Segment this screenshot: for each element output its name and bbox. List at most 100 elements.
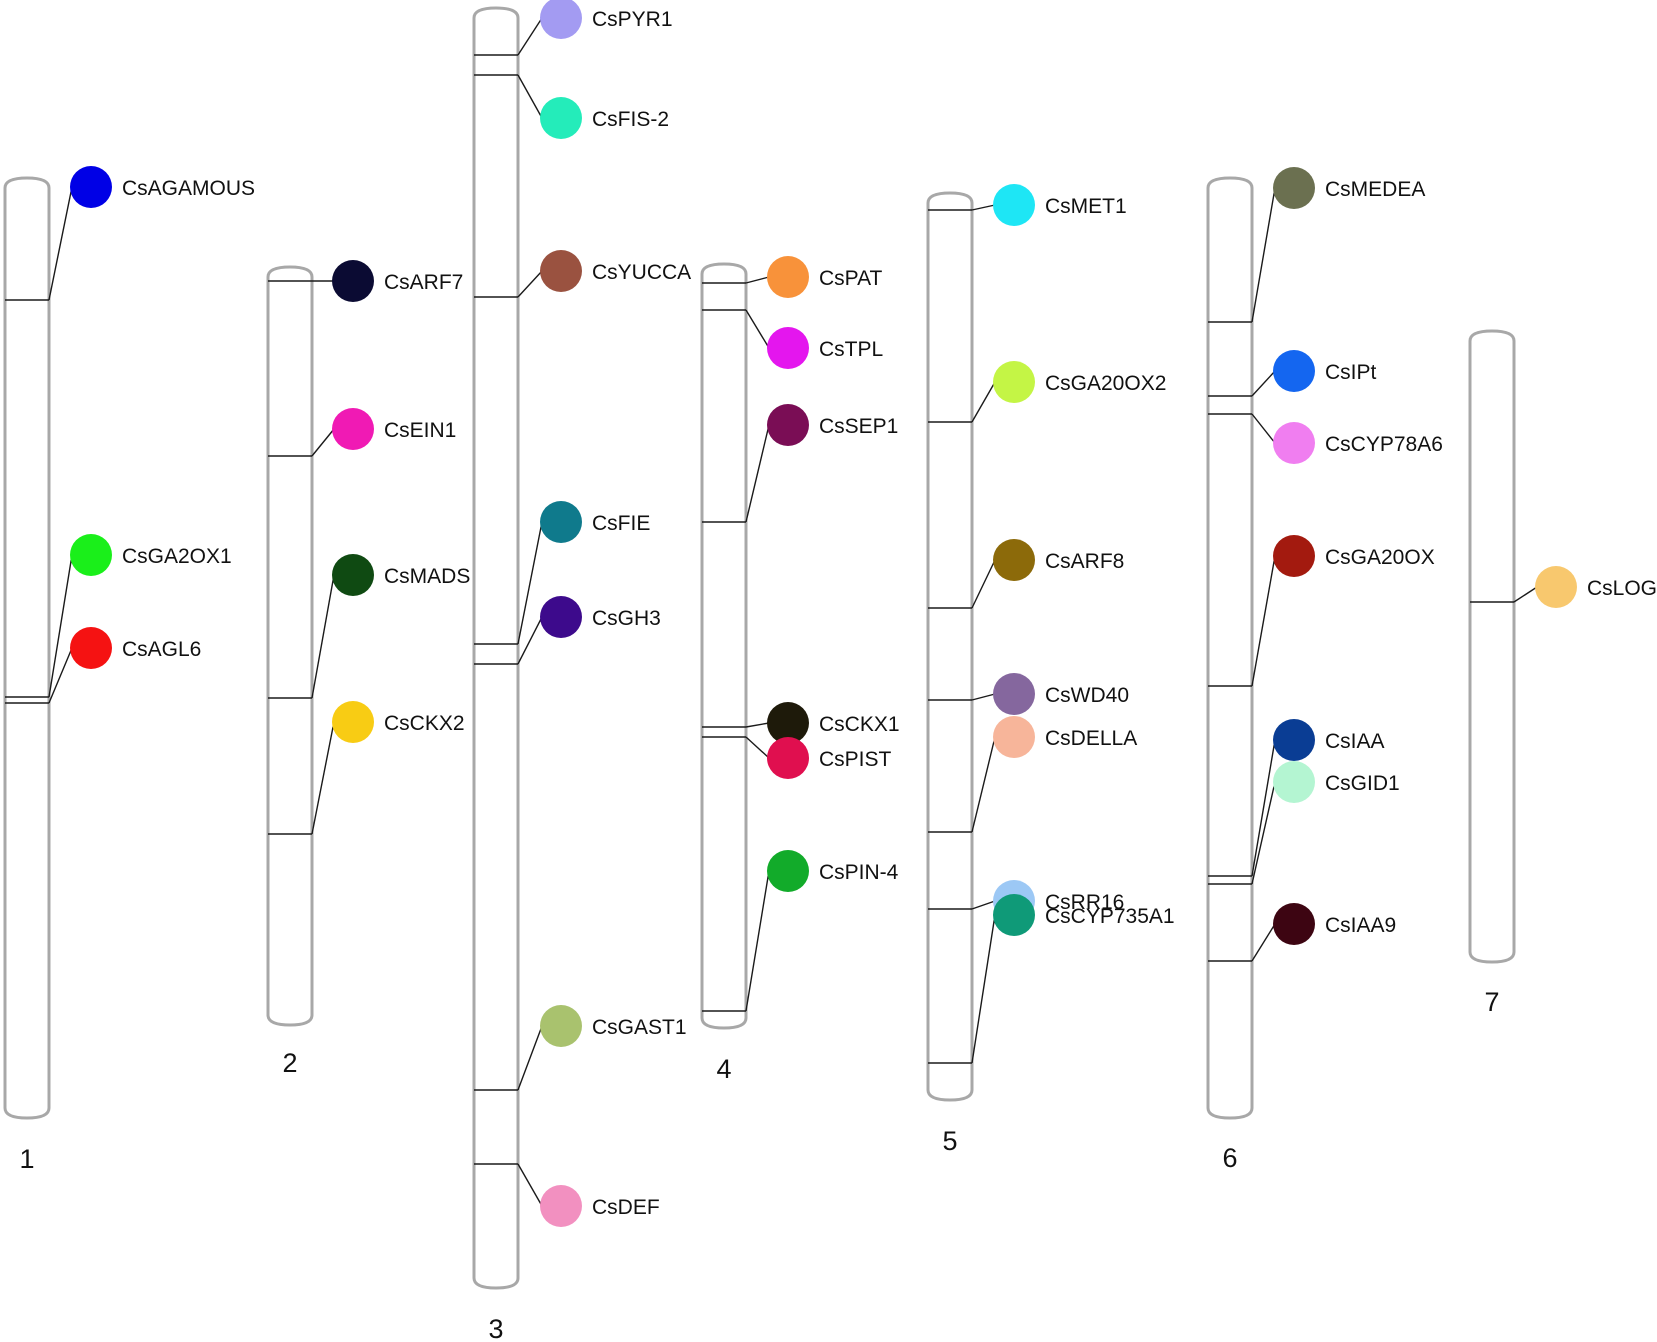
gene-leader-line-csiaa xyxy=(1251,739,1276,877)
gene-marker-cstpl xyxy=(767,327,809,369)
gene-marker-cscyp735a1 xyxy=(993,894,1035,936)
gene-marker-cspist xyxy=(767,737,809,779)
gene-leader-line-cspat xyxy=(745,276,770,284)
gene-marker-csckx2 xyxy=(332,701,374,743)
chromosome-number-label: 5 xyxy=(942,1126,957,1156)
gene-leader-line-csarf8 xyxy=(971,559,996,609)
gene-label-csarf8: CsARF8 xyxy=(1045,550,1124,573)
gene-label-csckx2: CsCKX2 xyxy=(384,712,465,735)
gene-marker-cswd40 xyxy=(993,673,1035,715)
gene-label-csga2ox1: CsGA2OX1 xyxy=(122,545,232,568)
chromosome-body xyxy=(700,262,748,1030)
gene-label-csga20ox2: CsGA20OX2 xyxy=(1045,372,1166,395)
gene-leader-line-csgh3 xyxy=(517,616,543,665)
chromosome-number-label: 3 xyxy=(488,1314,503,1342)
gene-marker-csagamous xyxy=(70,166,112,208)
gene-marker-csckx1 xyxy=(767,702,809,744)
gene-label-cswd40: CsWD40 xyxy=(1045,684,1129,707)
gene-leader-line-csgast1 xyxy=(517,1025,543,1091)
gene-leader-line-cstpl xyxy=(745,309,770,349)
gene-leader-line-csmedea xyxy=(1251,187,1276,323)
gene-label-csckx1: CsCKX1 xyxy=(819,713,900,736)
gene-marker-csmedea xyxy=(1273,167,1315,209)
gene-label-cstpl: CsTPL xyxy=(819,338,883,361)
gene-leader-line-csga20ox2 xyxy=(971,381,996,423)
gene-marker-csfis-2 xyxy=(540,97,582,139)
gene-leader-line-cswd40 xyxy=(971,693,996,701)
chromosome-number-label: 7 xyxy=(1484,987,1499,1017)
gene-label-cslog: CsLOG xyxy=(1587,577,1657,600)
chromosome-number-label: 6 xyxy=(1222,1143,1237,1173)
gene-leader-line-cspyr1 xyxy=(517,17,543,56)
gene-marker-cspin-4 xyxy=(767,850,809,892)
gene-label-csagamous: CsAGAMOUS xyxy=(122,177,255,200)
gene-marker-csgid1 xyxy=(1273,761,1315,803)
chromosome-6: CsMEDEACsIPtCsCYP78A6CsGA20OXCsIAACsGID1… xyxy=(1206,167,1443,1173)
gene-label-csiaa: CsIAA xyxy=(1325,730,1385,753)
gene-leader-line-csiaa9 xyxy=(1251,923,1276,962)
gene-label-cscyp78a6: CsCYP78A6 xyxy=(1325,433,1443,456)
gene-marker-csipt xyxy=(1273,350,1315,392)
gene-label-csgast1: CsGAST1 xyxy=(592,1016,687,1039)
gene-leader-line-cspist xyxy=(745,736,770,759)
chromosome-body xyxy=(472,6,520,1290)
chromosome-number-label: 1 xyxy=(19,1144,34,1174)
gene-leader-line-csmads xyxy=(311,574,335,699)
gene-label-csdella: CsDELLA xyxy=(1045,727,1137,750)
gene-leader-line-csgid1 xyxy=(1251,781,1276,885)
chromosome-body xyxy=(3,176,51,1120)
chromosome-7: CsLOG 7 xyxy=(1468,329,1657,1017)
gene-label-csgid1: CsGID1 xyxy=(1325,772,1400,795)
gene-leader-line-csdella xyxy=(971,736,996,833)
gene-marker-csgast1 xyxy=(540,1005,582,1047)
gene-leader-line-csipt xyxy=(1251,370,1276,397)
gene-marker-csein1 xyxy=(332,408,374,450)
gene-label-csgh3: CsGH3 xyxy=(592,607,661,630)
gene-leader-line-cslog xyxy=(1513,586,1538,603)
gene-leader-line-csckx2 xyxy=(311,721,335,835)
gene-leader-line-csagl6 xyxy=(48,647,73,704)
gene-label-csfie: CsFIE xyxy=(592,512,650,535)
gene-leader-line-csdef xyxy=(517,1163,543,1207)
gene-leader-line-cssep1 xyxy=(745,424,770,523)
gene-marker-csdella xyxy=(993,716,1035,758)
gene-marker-csmads xyxy=(332,554,374,596)
gene-leader-line-csein1 xyxy=(311,428,335,457)
gene-leader-line-csyucca xyxy=(517,270,543,298)
gene-leader-line-csmet1 xyxy=(971,204,996,211)
gene-label-csein1: CsEIN1 xyxy=(384,419,456,442)
gene-leader-line-csfis-2 xyxy=(517,74,543,119)
chromosome-body xyxy=(1206,176,1254,1120)
gene-leader-line-csfie xyxy=(517,521,543,645)
gene-marker-csdef xyxy=(540,1185,582,1227)
chromosome-number-label: 4 xyxy=(716,1054,731,1084)
gene-marker-csarf7 xyxy=(332,260,374,302)
gene-marker-csga20ox xyxy=(1273,535,1315,577)
chromosome-body xyxy=(1468,329,1516,964)
gene-marker-csgh3 xyxy=(540,596,582,638)
gene-label-cspin-4: CsPIN-4 xyxy=(819,861,899,884)
gene-label-csfis-2: CsFIS-2 xyxy=(592,108,669,131)
gene-label-cspat: CsPAT xyxy=(819,267,883,290)
gene-marker-csagl6 xyxy=(70,627,112,669)
gene-marker-csga2ox1 xyxy=(70,534,112,576)
gene-marker-csiaa9 xyxy=(1273,903,1315,945)
gene-marker-csiaa xyxy=(1273,719,1315,761)
gene-leader-line-csga2ox1 xyxy=(48,554,73,698)
gene-label-csyucca: CsYUCCA xyxy=(592,261,691,284)
gene-label-cspyr1: CsPYR1 xyxy=(592,8,673,31)
gene-label-cssep1: CsSEP1 xyxy=(819,415,898,438)
gene-leader-line-csga20ox xyxy=(1251,555,1276,687)
gene-label-csdef: CsDEF xyxy=(592,1196,660,1219)
gene-leader-line-csrr16 xyxy=(971,900,996,910)
gene-label-csmads: CsMADS xyxy=(384,565,470,588)
gene-marker-cspyr1 xyxy=(540,0,582,39)
gene-marker-csyucca xyxy=(540,250,582,292)
gene-marker-csarf8 xyxy=(993,539,1035,581)
gene-label-csipt: CsIPt xyxy=(1325,361,1377,384)
gene-label-cscyp735a1: CsCYP735A1 xyxy=(1045,905,1175,928)
